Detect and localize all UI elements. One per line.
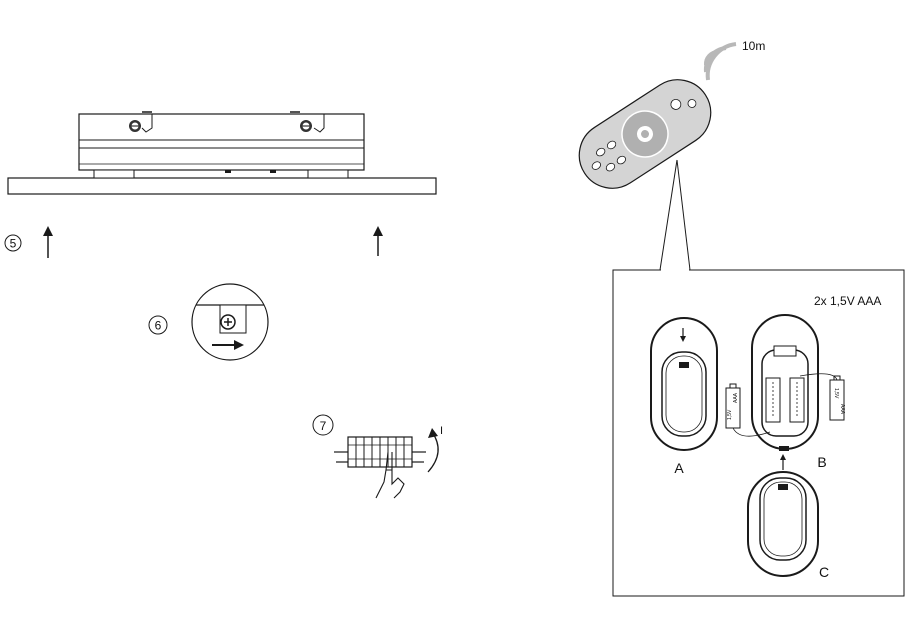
battery-voltage-left: 1,5V <box>727 409 733 420</box>
battery-voltage-right: 1,5V <box>833 388 839 399</box>
battery-icon: 1,5V AAA <box>829 375 845 421</box>
terminal-block <box>334 436 426 468</box>
label-c: C <box>819 564 829 580</box>
panel-assembly <box>7 111 437 195</box>
rotate-arrow-icon <box>427 428 439 473</box>
battery-type-left: AAA <box>733 392 739 403</box>
switch-on-mark: I <box>440 425 443 437</box>
step-7-number: 7 <box>320 419 327 433</box>
up-arrow-icon <box>43 226 53 258</box>
step-7-marker: 7 <box>312 414 334 436</box>
up-arrow-icon <box>780 454 786 470</box>
step-6-number: 6 <box>155 319 162 333</box>
remote-control <box>578 79 712 189</box>
hand-icon <box>375 451 405 499</box>
screw-icon <box>300 120 312 132</box>
down-arrow-icon <box>680 328 686 342</box>
battery-icon: 1,5V AAA <box>725 383 741 429</box>
remote-back-c <box>747 471 819 577</box>
lock-detail <box>191 283 269 361</box>
screw-icon <box>220 314 236 330</box>
step-6-marker: 6 <box>148 315 168 335</box>
signal-waves-icon <box>703 42 737 81</box>
step-5-number: 5 <box>10 237 17 251</box>
remote-range-label: 10m <box>742 39 765 53</box>
battery-spec-label: 2x 1,5V AAA <box>814 294 881 308</box>
driver-box <box>78 113 365 171</box>
label-b: B <box>817 454 826 470</box>
remote-open-b <box>751 314 819 451</box>
remote-back-a <box>650 317 718 451</box>
battery-type-right: AAA <box>839 404 845 415</box>
step-5-marker: 5 <box>4 234 22 252</box>
label-a: A <box>674 460 684 476</box>
right-arrow-icon <box>212 340 244 350</box>
up-arrow-icon <box>373 226 383 256</box>
screw-icon <box>129 120 141 132</box>
ceiling-panel <box>7 177 437 195</box>
